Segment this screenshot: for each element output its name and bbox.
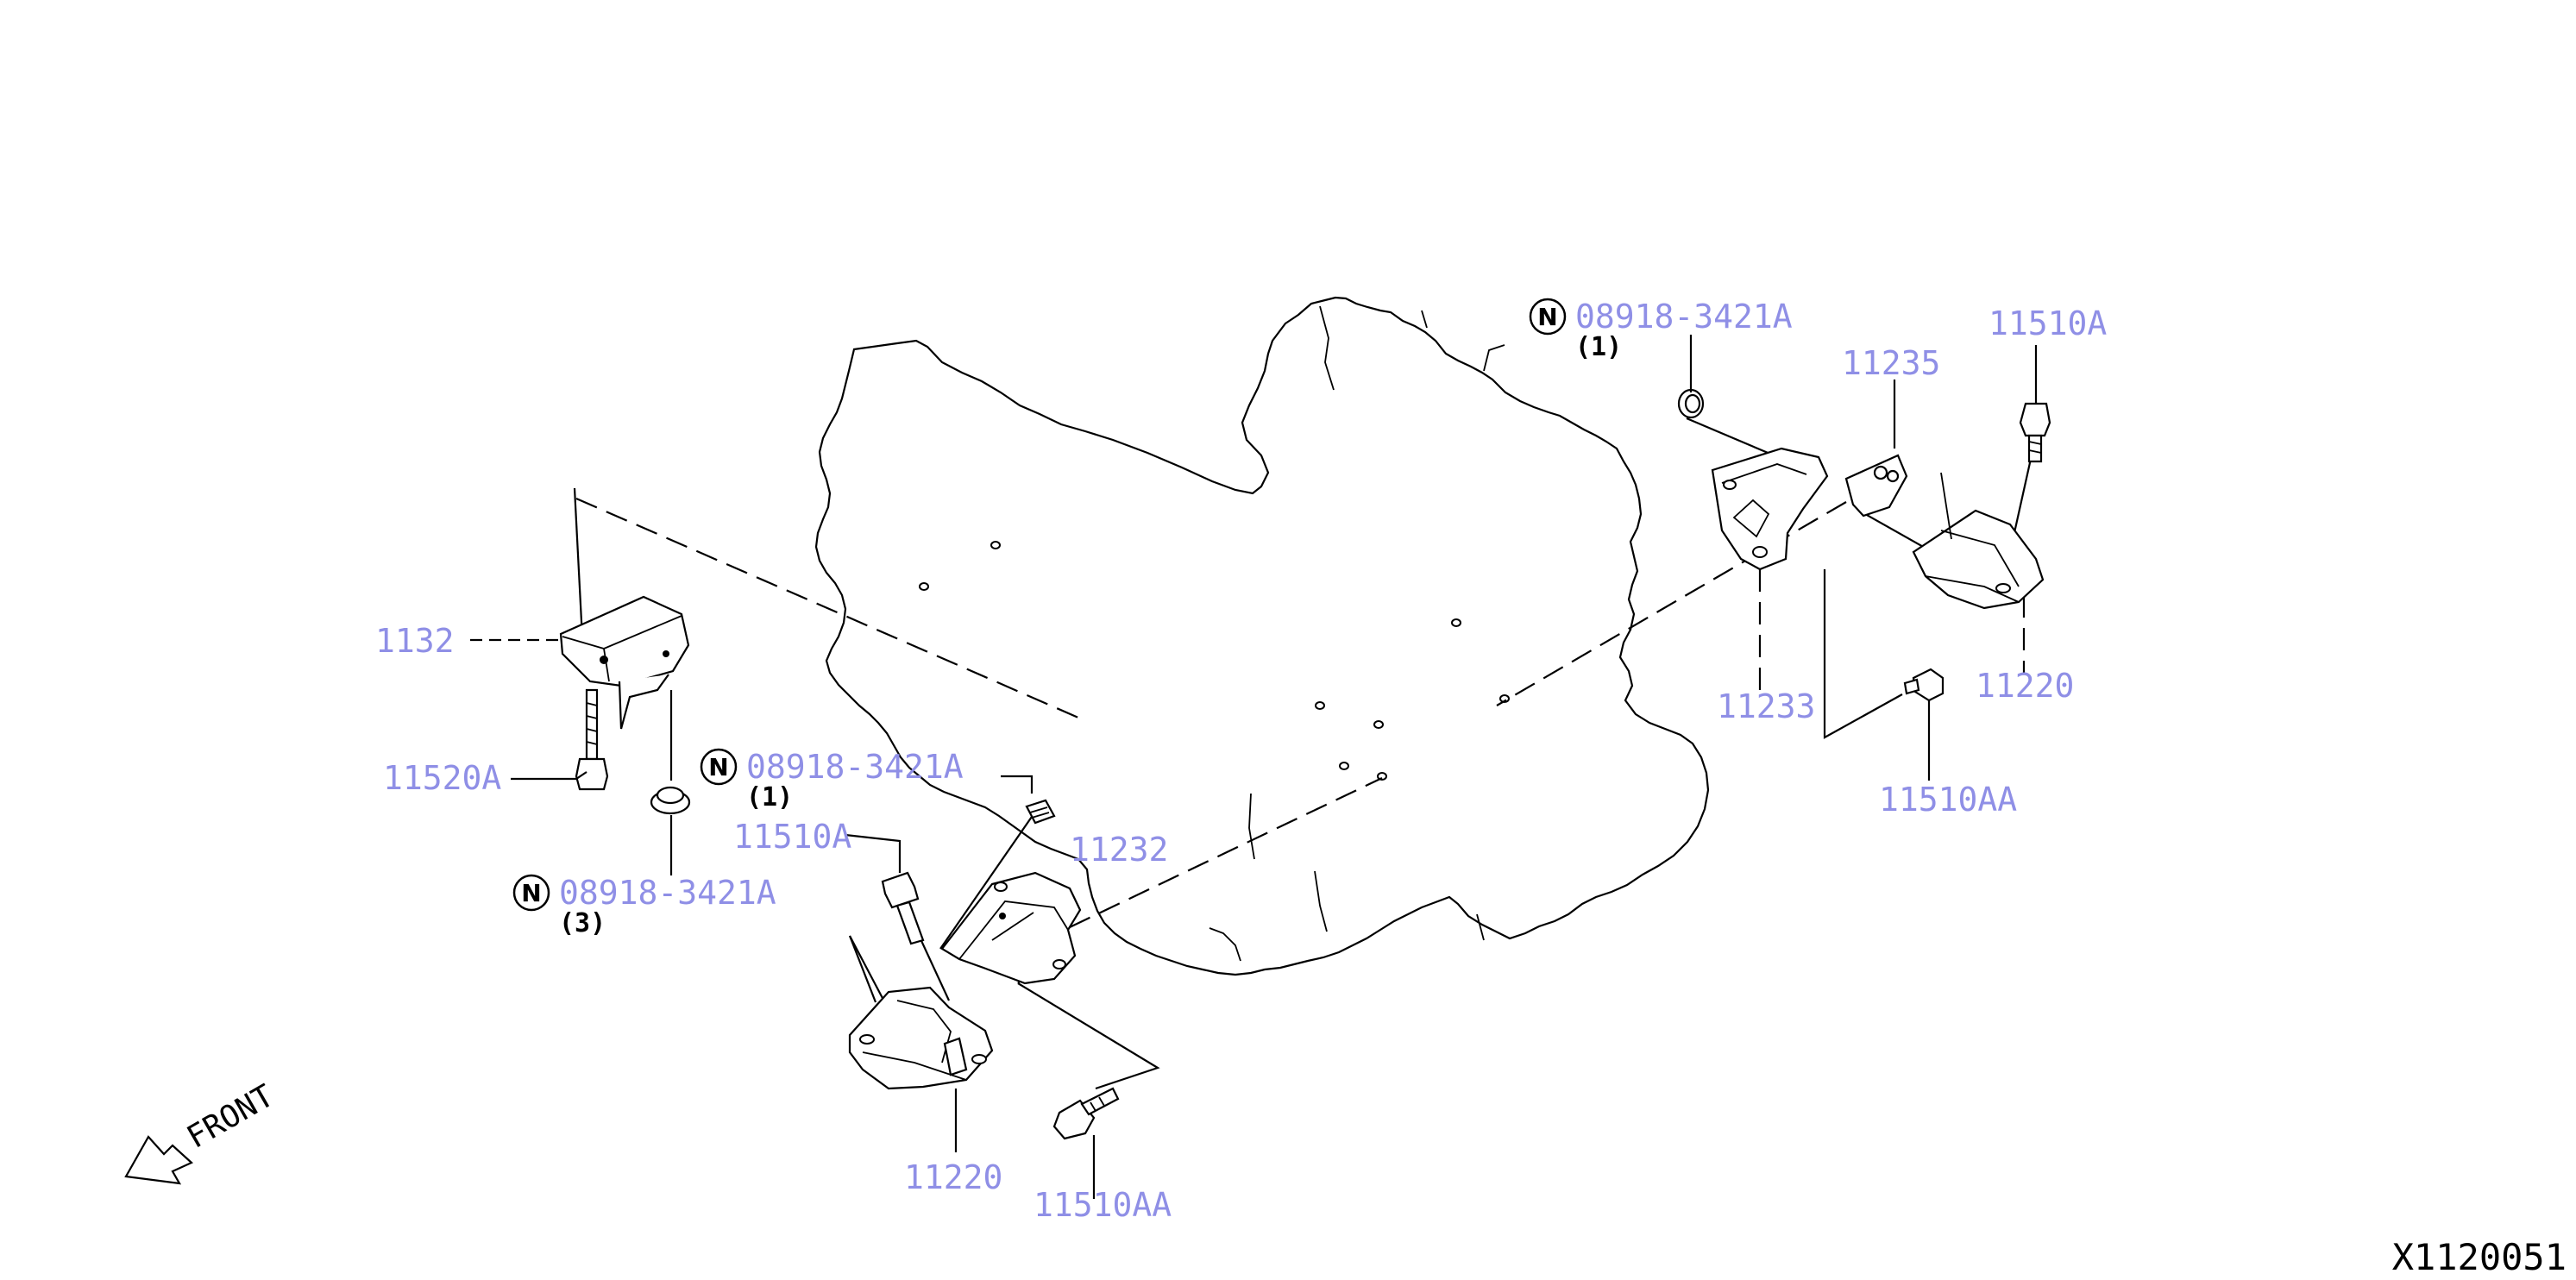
- callout-bolt-a-lower[interactable]: 11510A: [733, 818, 851, 856]
- bolt-11510aa-right: [1903, 668, 1945, 781]
- n-badge-mid-letter: N: [708, 753, 728, 781]
- nut-mid: [1001, 775, 1056, 825]
- engine-outline: [814, 296, 1710, 976]
- plate-right: [1844, 380, 1908, 518]
- callout-mount-rear-left[interactable]: 11220: [904, 1158, 1002, 1196]
- bracket-right: [1711, 447, 1829, 571]
- callout-bolt-a-upper[interactable]: 11510A: [1989, 304, 2107, 342]
- mount-front: [848, 986, 994, 1152]
- callout-bracket-front[interactable]: 11232: [1070, 831, 1168, 869]
- callout-bracket-left[interactable]: 1132: [375, 622, 455, 660]
- qty-nut-upper: (1): [1575, 332, 1622, 362]
- bracket-front: [940, 871, 1082, 985]
- front-arrow-icon: [124, 1135, 193, 1185]
- qty-nut-left: (3): [559, 908, 606, 938]
- nut-upper-badge: N: [1529, 298, 1567, 336]
- front-indicator: FRONT: [124, 1078, 280, 1185]
- callout-bolt-aa-lower[interactable]: 11510AA: [1034, 1186, 1172, 1224]
- mount-right: [1912, 472, 2045, 610]
- callout-nut-left[interactable]: 08918-3421A: [559, 874, 776, 912]
- callout-plate-right[interactable]: 11235: [1842, 344, 1940, 382]
- nut-left: [650, 690, 691, 875]
- qty-nut-mid: (1): [746, 782, 793, 813]
- callout-nut-upper[interactable]: 08918-3421A: [1575, 298, 1793, 336]
- callout-bracket-right[interactable]: 11233: [1717, 687, 1815, 725]
- nut-left-badge: N: [512, 874, 550, 912]
- n-badge-left-letter: N: [521, 879, 541, 907]
- bracket-left: [559, 595, 690, 730]
- front-label: FRONT: [181, 1078, 280, 1156]
- callout-bolt-aa-right[interactable]: 11510AA: [1879, 781, 2017, 819]
- leader-lines: [573, 417, 2038, 1090]
- n-badge-upper-letter: N: [1537, 303, 1557, 331]
- bolt-11510aa-lower: [1052, 1087, 1120, 1199]
- bolt-11510a-upper: [2019, 345, 2051, 463]
- callout-nut-mid[interactable]: 08918-3421A: [746, 748, 964, 786]
- callout-mount-rear-right[interactable]: 11220: [1976, 667, 2074, 705]
- diagram-ref-code: X1120051: [2392, 1236, 2567, 1278]
- bolt-11520a: [575, 688, 609, 791]
- bolt-11510a-lower: [845, 833, 925, 945]
- nut-mid-badge: N: [700, 748, 738, 786]
- nut-upper: [1677, 335, 1705, 419]
- callout-bolt-520a[interactable]: 11520A: [383, 759, 501, 797]
